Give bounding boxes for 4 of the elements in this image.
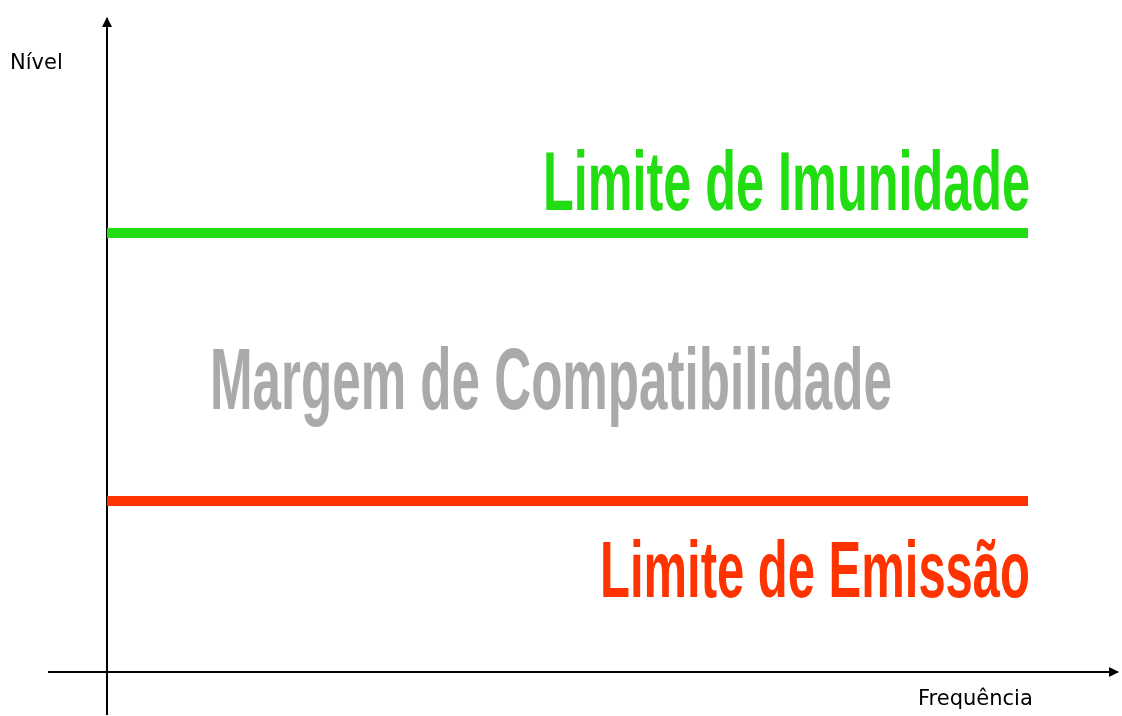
- limit-label: Limite de Emissão: [600, 530, 1030, 610]
- limit-label: Limite de Imunidade: [543, 140, 1030, 223]
- axis-label: Nível: [10, 52, 63, 73]
- axis-label: Frequência: [918, 688, 1033, 709]
